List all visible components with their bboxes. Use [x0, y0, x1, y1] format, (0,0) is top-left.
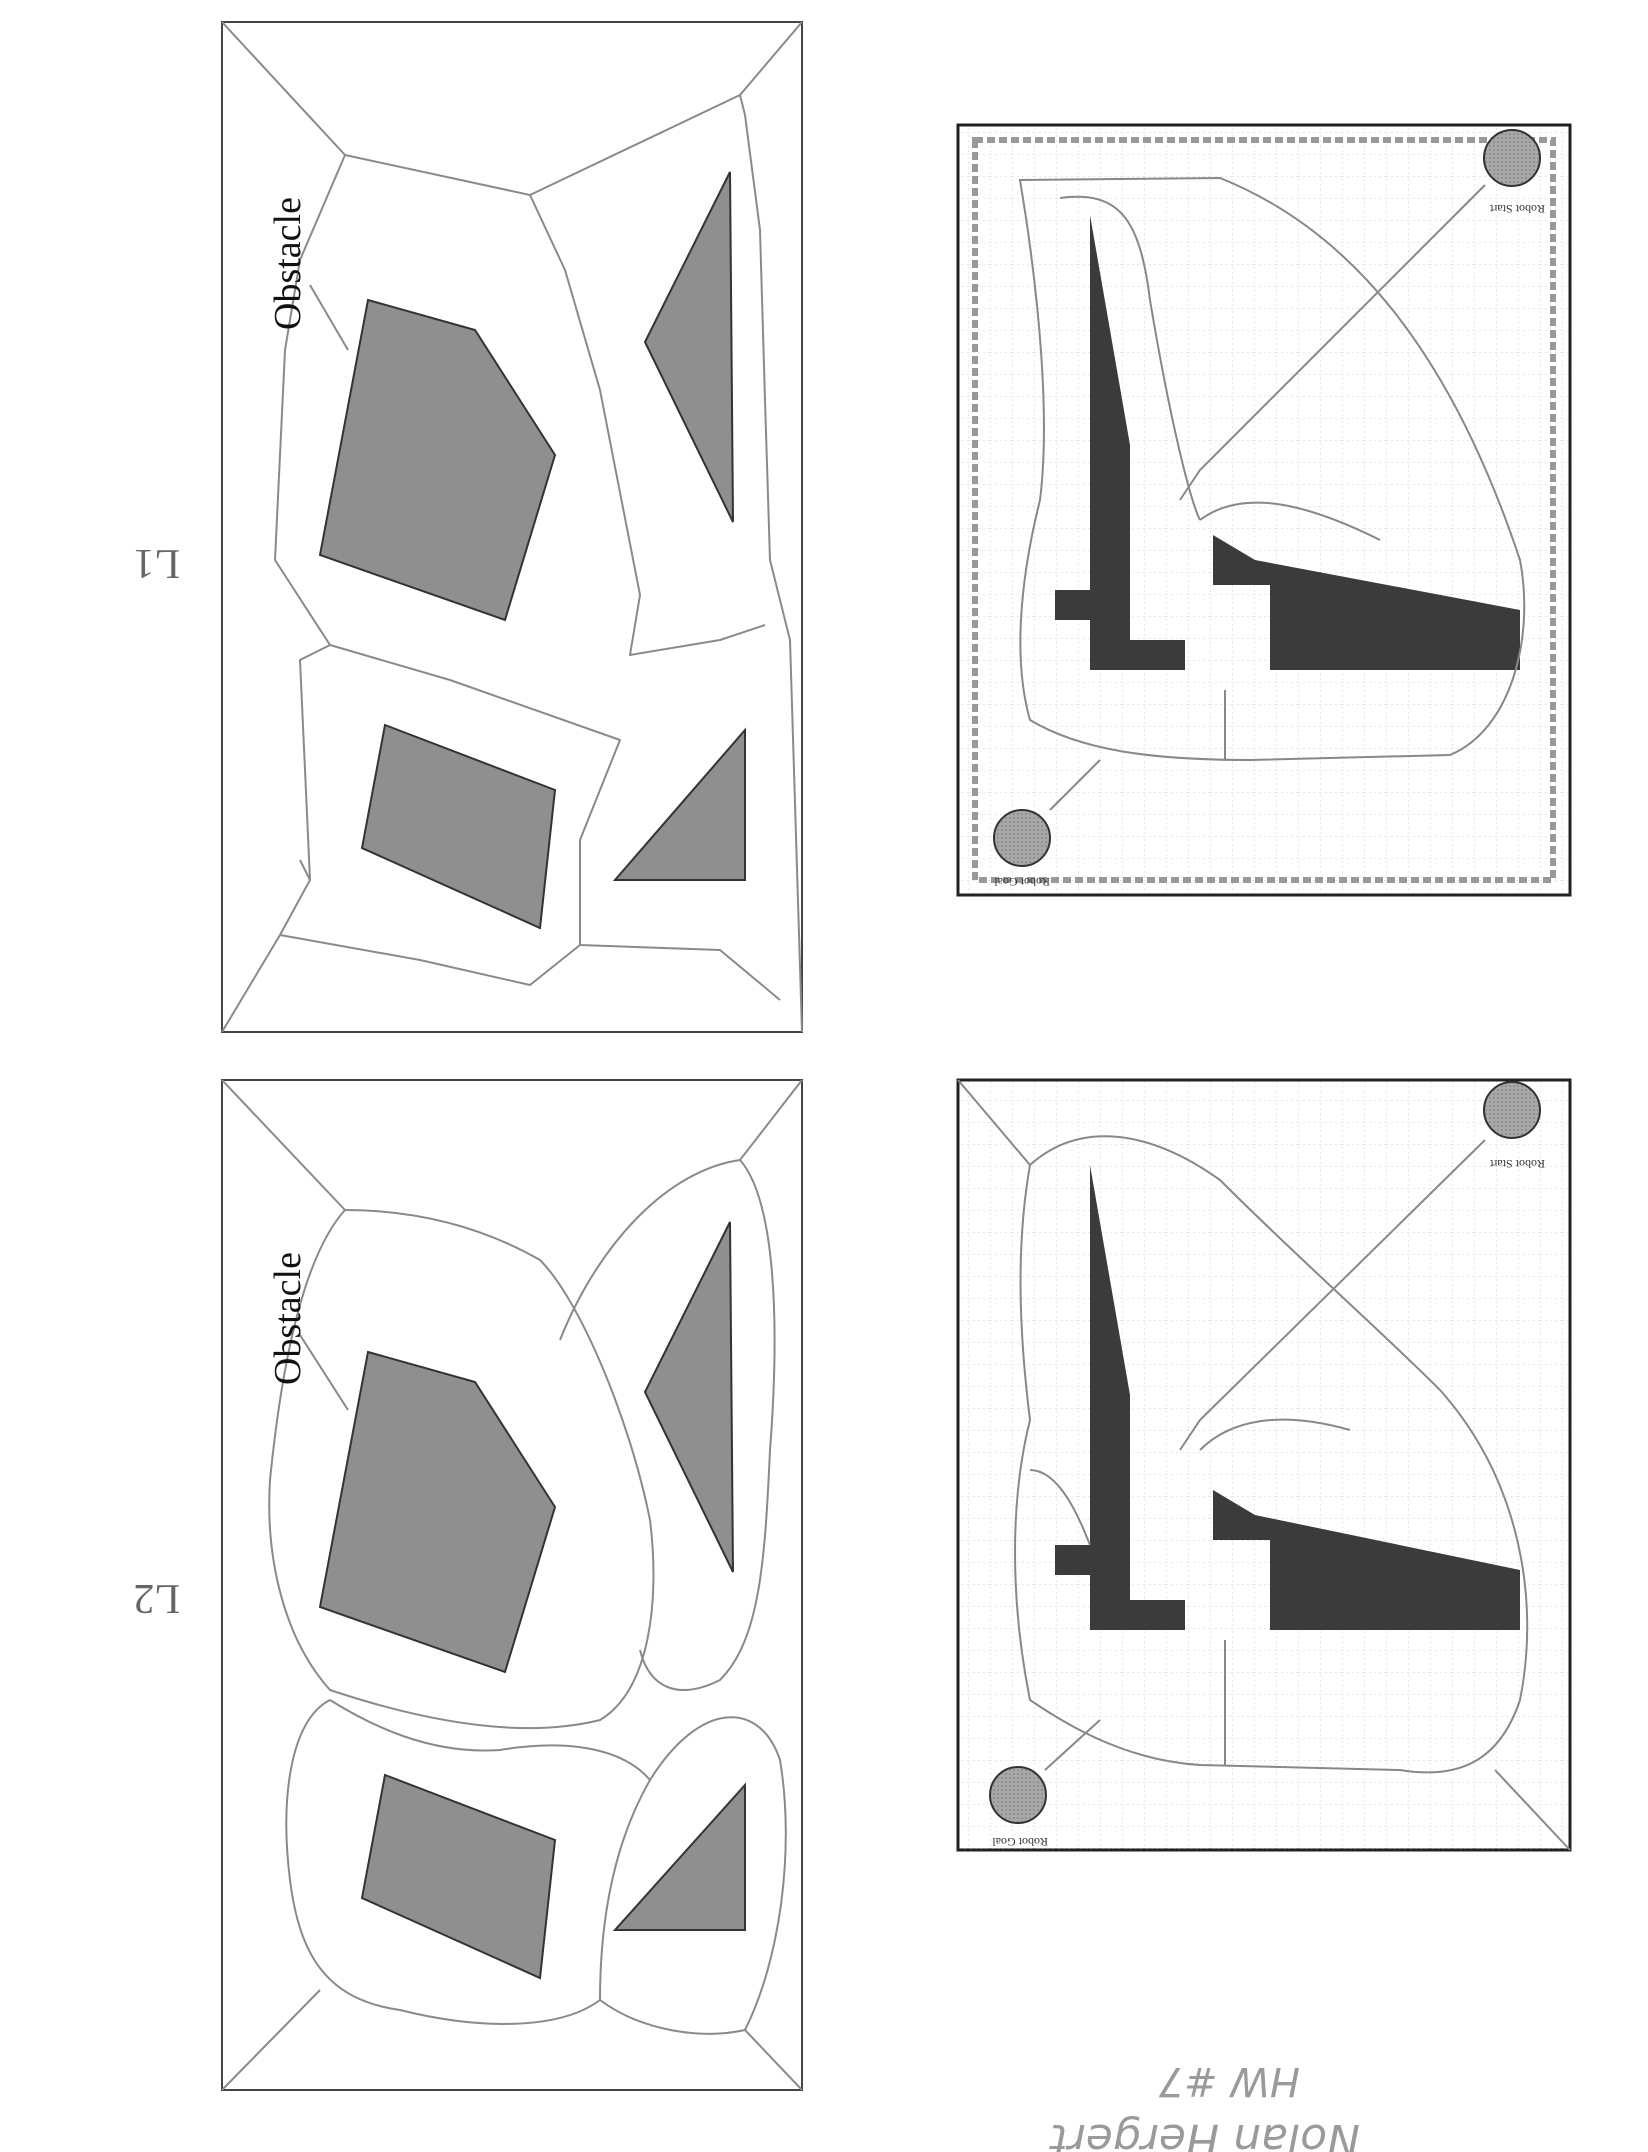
- obstacle-label-l1: Obstacle: [267, 197, 309, 330]
- panel-label-l1: L1: [133, 540, 180, 586]
- assignment-handwriting: HW #7: [1158, 2058, 1300, 2104]
- robot-start-marker: [1484, 1082, 1540, 1138]
- robot-goal-label: Robot Goal: [994, 875, 1050, 889]
- panel-label-l2: L2: [133, 1575, 180, 1621]
- author-name-handwriting: Nolan Hergert: [1049, 2114, 1360, 2152]
- robot-map-l2: Robot Start Robot Goal: [958, 1080, 1570, 1850]
- robot-goal-marker: [994, 810, 1050, 866]
- obstacle-label-l2: Obstacle: [267, 1252, 309, 1385]
- robot-goal-label: Robot Goal: [992, 1835, 1048, 1849]
- voronoi-diagram-l1: Obstacle L1: [133, 22, 802, 1032]
- robot-goal-marker: [990, 1767, 1046, 1823]
- robot-start-marker: [1484, 130, 1540, 186]
- voronoi-diagram-l2: Obstacle L2: [133, 1080, 802, 2090]
- robot-start-label: Robot Start: [1489, 202, 1545, 216]
- robot-start-label: Robot Start: [1489, 1157, 1545, 1171]
- robot-map-l1: Robot Start Robot Goal: [958, 125, 1570, 895]
